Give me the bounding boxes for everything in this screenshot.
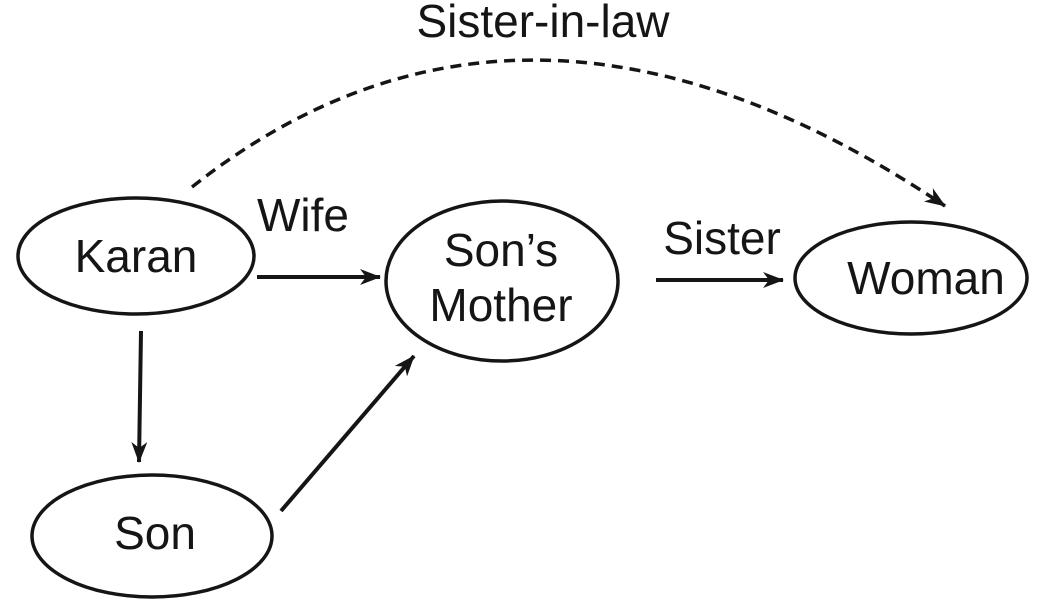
node-son-ellipse bbox=[30, 473, 274, 599]
node-sons-mother-label-line2: Mother bbox=[429, 279, 572, 331]
edge-label-wife: Wife bbox=[257, 189, 349, 241]
edge-son-sons-mother-arrow bbox=[279, 354, 416, 513]
edge-karan-son-arrow bbox=[131, 330, 148, 463]
node-karan-label: Karan bbox=[75, 230, 198, 282]
node-woman-label: Woman bbox=[847, 252, 1005, 304]
node-sons-mother-label-line1: Son’s bbox=[444, 224, 558, 276]
edge-label-sister-in-law: Sister-in-law bbox=[416, 0, 670, 47]
node-sons-mother-ellipse bbox=[384, 199, 620, 363]
node-woman-ellipse bbox=[793, 220, 1029, 336]
edge-label-sister: Sister bbox=[663, 212, 781, 264]
node-karan-ellipse bbox=[16, 196, 256, 316]
node-son-label: Son bbox=[114, 507, 196, 559]
edge-karan-woman-dashed-arrow bbox=[190, 58, 946, 208]
